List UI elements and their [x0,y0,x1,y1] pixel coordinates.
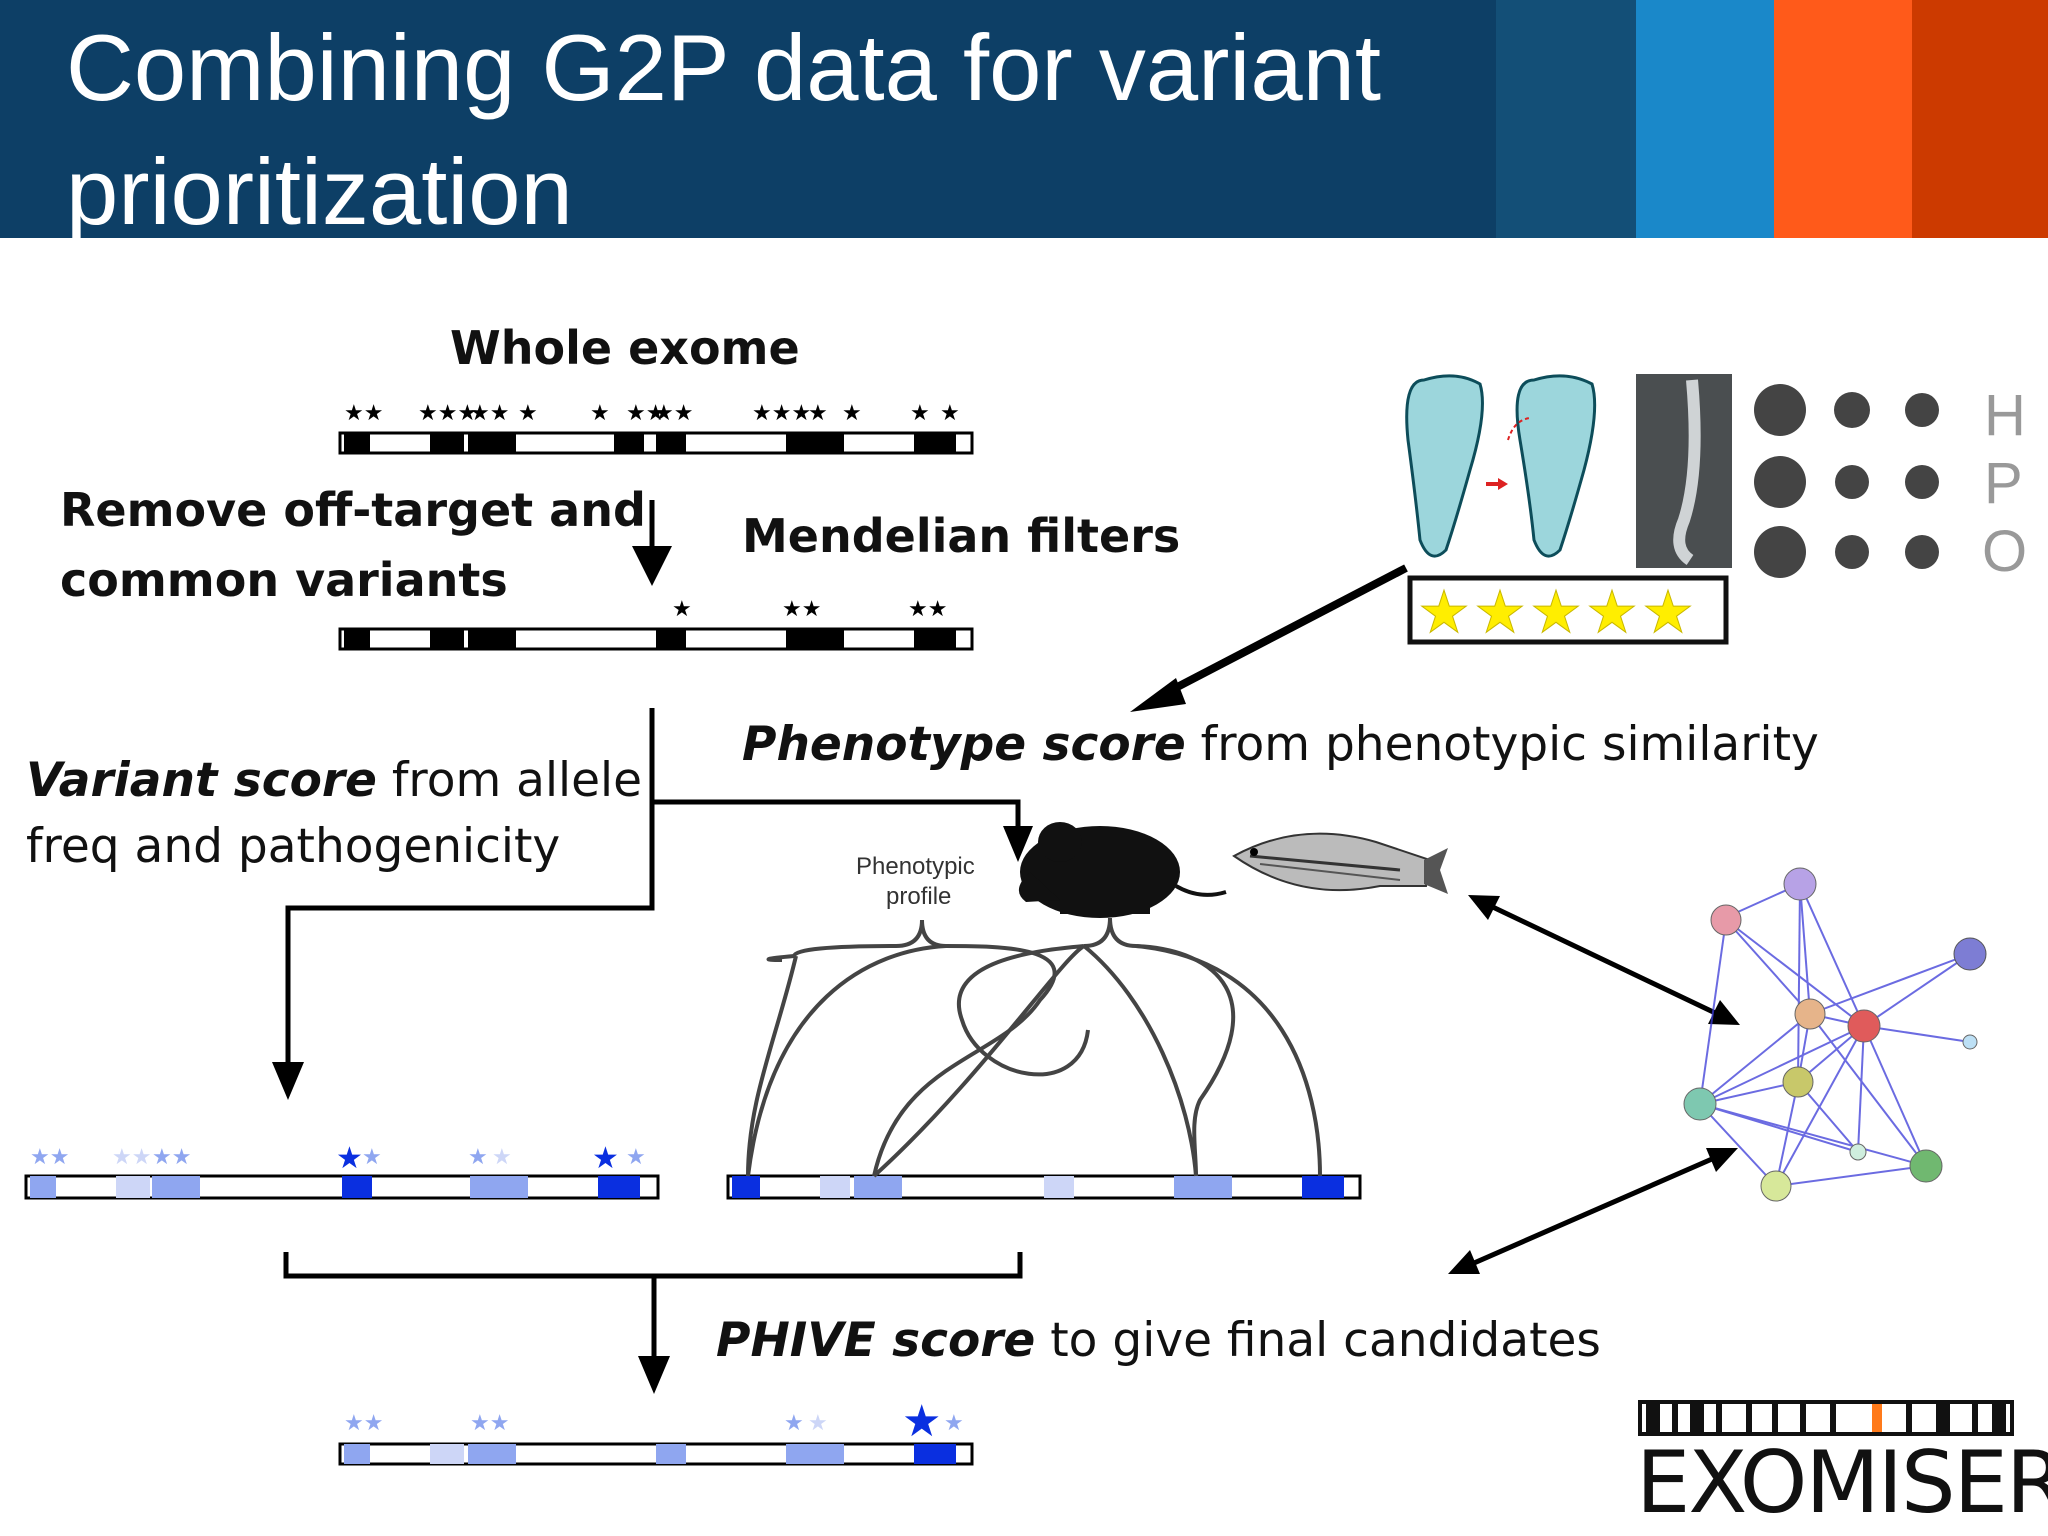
arrowhead-hpo [1130,678,1186,712]
header-band-blue [1636,0,1774,238]
exome-bar-filtered: ★★★★★ [338,597,974,651]
arrowhead-network-phive-a [1448,1250,1480,1274]
svg-text:★★: ★★ [908,597,947,622]
variant-score-bar: ★★ ★★ ★★ ★ ★ ★ ★ ★ ★ [24,1141,660,1200]
star-rating-icon: ★★★★★ [1407,575,1729,647]
xray-image [1636,374,1732,568]
final-candidates-bar: ★★ ★★ ★ ★ ★ ★ [338,1396,974,1466]
svg-text:★★: ★★ [344,401,383,426]
zebrafish-icon [1232,832,1448,894]
exome-bar-whole: ★★★★★★★ ★★★★ ★★★★★★ ★★★ [338,401,974,455]
mendelian-filters-label: Mendelian filters [742,509,1181,563]
phive-score-rest: to give final candidates [1035,1313,1601,1368]
phenotype-score-bold: Phenotype score [742,717,1186,772]
arrow-fish-network [1476,897,1732,1023]
svg-text:★: ★ [910,401,930,426]
svg-text:★★★★★: ★★★★★ [1418,578,1698,646]
arrow-network-phive [1456,1149,1730,1273]
variant-score-rest: from allele [376,753,642,808]
hpo-letter-o: O [1982,519,2028,584]
header-band-darkorange [1912,0,2048,238]
phenotypic-profile-label-2: profile [886,883,952,910]
exome-bar-whole-stars: ★★★★★★★ ★★★★ ★★★★★★ ★★★ [344,401,960,426]
arrowhead-network-phive-b [1706,1148,1738,1172]
svg-text:★★: ★★ [626,401,665,426]
merge-bracket [283,1252,1023,1279]
svg-text:★: ★ [518,401,538,426]
remove-offtarget-label-1: Remove off-target and [60,483,646,537]
arrowhead-phenotype [1003,826,1033,862]
arrowhead-variant [272,1062,304,1100]
arrowhead-merge [638,1356,670,1394]
svg-text:★★★: ★★★ [752,401,811,426]
variant-score-line1: Variant score from allele [26,748,642,814]
svg-text:★★: ★★ [344,1411,383,1436]
svg-text:★★: ★★ [152,1145,191,1170]
svg-text:★: ★ [468,1145,488,1170]
mouse-icon [1018,822,1227,918]
phive-score-bold: PHIVE score [716,1313,1036,1368]
svg-text:★★: ★★ [782,597,821,622]
svg-text:★: ★ [672,597,692,622]
header-band-orange [1774,0,1912,238]
svg-text:★: ★ [902,1396,941,1447]
svg-text:★★★: ★★★ [418,401,477,426]
svg-text:★: ★ [492,1145,512,1170]
svg-text:★: ★ [362,1145,382,1170]
hpo-letter-p: P [1984,451,2023,516]
svg-text:★: ★ [944,1411,964,1436]
svg-text:★★: ★★ [112,1145,151,1170]
protein-network-icon [1683,867,1987,1202]
remove-offtarget-label-2: common variants [60,553,508,607]
svg-text:★: ★ [592,1141,619,1176]
phenotypic-profile-label-1: Phenotypic [856,853,975,880]
svg-text:★: ★ [590,401,610,426]
arrowhead-fish-network-a [1468,895,1500,920]
svg-text:★: ★ [808,401,828,426]
svg-text:★: ★ [626,1145,646,1170]
hpo-dots-icon [1754,384,1939,578]
svg-text:★: ★ [784,1411,804,1436]
arrowhead-fish-network-b [1708,1000,1740,1025]
hpo-letter-h: H [1984,383,2026,448]
header-bar: Combining G2P data for variant prioritiz… [0,0,2048,238]
phenotype-tree [746,917,1322,1178]
svg-text:★: ★ [842,401,862,426]
phenotype-score-bar [726,1174,1362,1200]
svg-text:★: ★ [336,1141,363,1176]
variant-score-bold: Variant score [26,753,377,808]
arrow-hpo-to-phenotype [1158,564,1408,700]
variant-score-stars: ★★ ★★ ★★ ★ ★ ★ ★ ★ ★ [30,1141,646,1176]
flow-split-lines [285,708,1021,1090]
foot-icon [1405,374,1597,558]
svg-text:★: ★ [940,401,960,426]
exomiser-logo-icon [1638,1400,2014,1436]
svg-text:★★: ★★ [470,1411,509,1436]
svg-text:★★: ★★ [654,401,693,426]
svg-text:★: ★ [808,1411,828,1436]
slide-title: Combining G2P data for variant prioritiz… [66,15,1381,238]
variant-score-line2: freq and pathogenicity [26,819,561,874]
phenotype-score-rest: from phenotypic similarity [1185,717,1819,772]
phive-score-label: PHIVE score to give final candidates [716,1308,1601,1374]
phenotype-score-label: Phenotype score from phenotypic similari… [742,712,1819,778]
svg-text:★★: ★★ [470,401,509,426]
exomiser-logo-text: EXOMISER [1636,1433,2048,1533]
header-band-teal [1496,0,1636,238]
final-candidates-stars: ★★ ★★ ★ ★ ★ ★ [344,1396,964,1447]
whole-exome-label: Whole exome [450,321,800,375]
svg-text:★★: ★★ [30,1145,69,1170]
exome-bar-filtered-stars: ★★★★★ [672,597,947,622]
